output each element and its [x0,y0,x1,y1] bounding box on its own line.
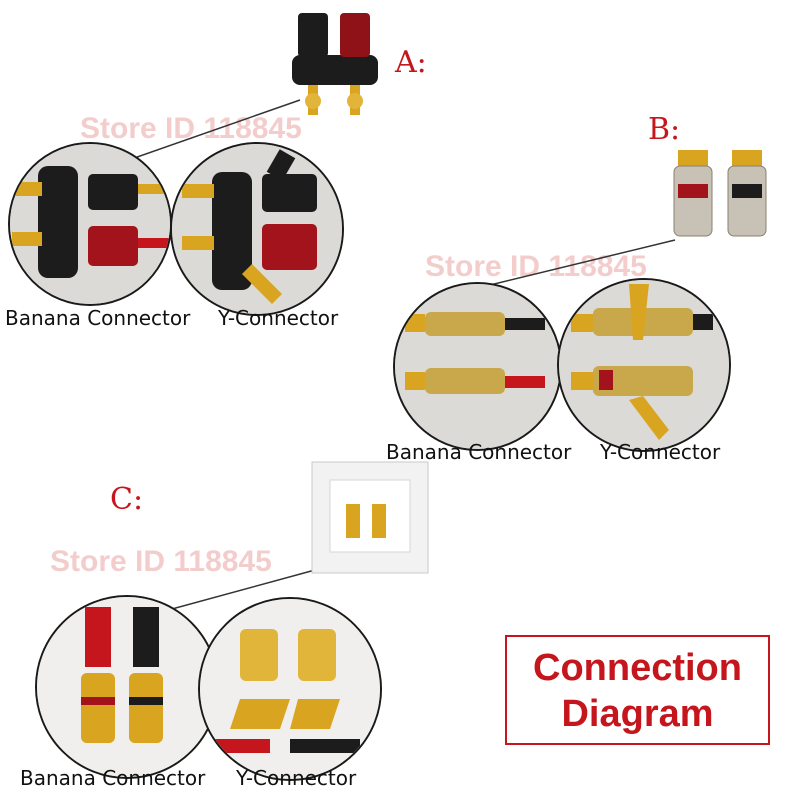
watermark-a: Store ID 118845 [80,112,302,145]
diagram-title-line1: Connection [533,647,742,689]
section-c-y-closeup [198,597,382,781]
section-a-y-caption: Y-Connector [218,306,339,330]
section-b-product-image [668,140,778,250]
section-c-wall-plate-image [310,460,430,575]
connection-diagram-box: Connection Diagram [505,635,770,745]
watermark-c: Store ID 118845 [50,545,272,578]
section-b-banana-closeup [393,282,562,451]
section-c-banana-closeup [35,595,219,779]
section-c-y-caption: Y-Connector [236,766,357,790]
section-b-y-caption: Y-Connector [600,440,721,464]
section-b-label: B: [648,112,681,147]
section-a-product-image [280,5,390,120]
section-b-y-closeup [557,278,731,452]
section-c-banana-caption: Banana Connector [20,766,206,790]
section-a-banana-closeup [8,142,172,306]
section-c-label: C: [110,482,144,517]
section-a-y-closeup [170,142,344,316]
diagram-title-line2: Diagram [561,693,714,735]
section-a-label: A: [395,45,427,80]
section-a-banana-caption: Banana Connector [5,306,191,330]
section-b-banana-caption: Banana Connector [386,440,572,464]
